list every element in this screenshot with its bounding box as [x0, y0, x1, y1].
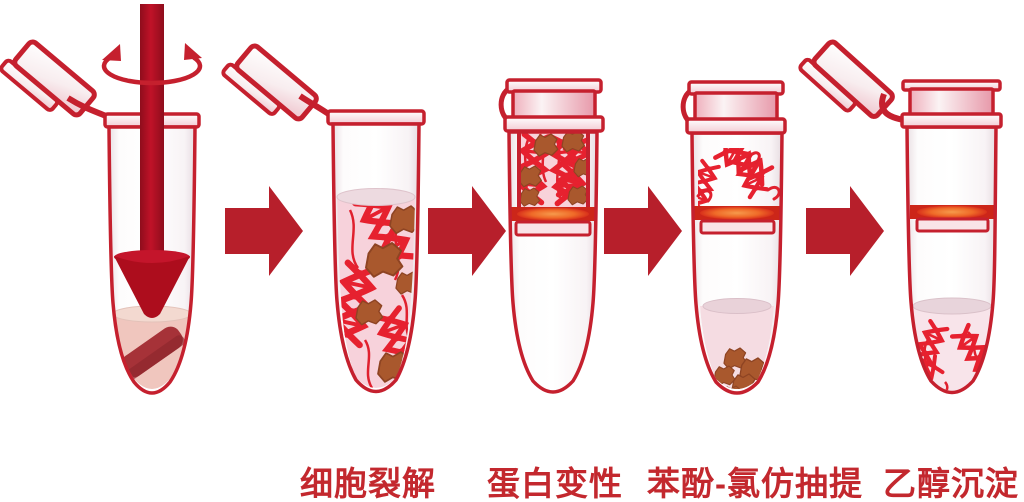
- tube-ethanol-precipitation: [799, 36, 1003, 395]
- protein-blob-icon: [567, 185, 589, 206]
- cap-hinge: [879, 92, 905, 123]
- step-arrow-icon: [604, 186, 682, 276]
- liquid-surface: [336, 188, 416, 206]
- open-cap-icon: [0, 36, 96, 127]
- step-label-ethanol-precipitation: 乙醇沉淀: [883, 465, 1019, 502]
- rotation-arrow-icon: [101, 43, 203, 86]
- protein-blob-icon: [355, 299, 384, 326]
- closed-cap-icon: [501, 80, 603, 131]
- protein-blob-icon: [519, 165, 543, 188]
- column-flange: [699, 219, 776, 235]
- protein-blob-icon: [365, 242, 404, 278]
- spin-column: [511, 130, 596, 237]
- pestle-icon: [114, 4, 190, 318]
- tube-protein-denaturation: [501, 80, 603, 394]
- membrane-glow: [700, 206, 774, 220]
- membrane-glow: [917, 205, 987, 219]
- step-label-cell-lysis: 细胞裂解: [300, 465, 436, 502]
- tube-phenol-chloroform: [683, 82, 785, 395]
- protein-blob-icon: [533, 133, 559, 157]
- step-arrow-icon: [225, 186, 303, 276]
- step-arrow-icon: [806, 186, 884, 276]
- tube-collar: [900, 79, 1003, 129]
- tube-cell-lysis: [222, 40, 426, 394]
- step-label-phenol-chloroform: 苯酚-氯仿抽提: [647, 465, 863, 502]
- tube-rim: [326, 109, 426, 126]
- column-wall: [517, 131, 590, 209]
- step-label-protein-denaturation: 蛋白变性: [487, 465, 623, 502]
- cap-hinge: [66, 95, 108, 119]
- liquid-surface: [912, 297, 992, 315]
- liquid-surface: [702, 298, 772, 314]
- closed-cap-icon: [683, 82, 785, 133]
- column-flange: [915, 217, 990, 233]
- step-arrow-icon: [428, 186, 506, 276]
- protein-blob-icon: [561, 130, 586, 153]
- open-cap-icon: [222, 40, 319, 131]
- dna-strand: [696, 151, 781, 203]
- tissue-sample: [121, 326, 185, 380]
- open-cap-icon: [799, 36, 895, 128]
- tube-tissue-grinding: [0, 4, 203, 395]
- membrane-glow: [517, 207, 589, 221]
- column-flange: [514, 220, 592, 237]
- protein-blob-icon: [519, 187, 541, 207]
